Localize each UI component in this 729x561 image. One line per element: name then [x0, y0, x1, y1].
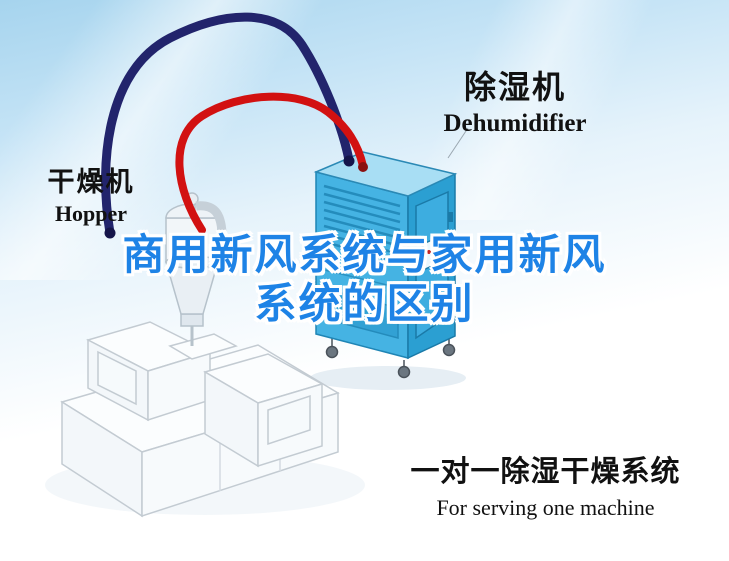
page-title: 商用新风系统与家用新风 系统的区别 [0, 230, 729, 328]
indicator-light [433, 247, 437, 251]
dehumidifier-label: 除湿机 Dehumidifier [420, 62, 610, 138]
door-hinge [448, 212, 453, 222]
front-lower-panel [329, 289, 399, 339]
door-hinge [448, 288, 453, 298]
hopper-label-en: Hopper [54, 201, 128, 226]
hopper-label-zh: 干燥机 [47, 167, 135, 198]
molding-machine-illustration [60, 321, 340, 518]
dehumidifier-pointer-line [447, 127, 469, 159]
machine-side-panel [267, 394, 311, 446]
hopper-label: 干燥机 Hopper [32, 160, 150, 227]
red-supply-pipe [175, 92, 367, 234]
hopper-elbow-duct [195, 201, 227, 234]
dehumidifier-label-en: Dehumidifier [443, 110, 587, 137]
page-title-line1: 商用新风系统与家用新风 [122, 230, 607, 279]
hopper-illustration [165, 192, 227, 346]
navy-pipe-open-end [104, 227, 116, 239]
page-title-line2: 系统的区别 [254, 279, 475, 328]
control-panel [422, 234, 442, 272]
dehumidifier-label-zh: 除湿机 [463, 68, 566, 106]
machine-door-panel [97, 350, 137, 406]
vent-grille [323, 184, 401, 264]
bottom-caption-zh: 一对一除湿干燥系统 [410, 454, 681, 488]
indicator-light [427, 250, 431, 254]
bottom-caption: 一对一除湿干燥系统 For serving one machine [398, 448, 693, 521]
red-pipe-fitting [358, 162, 368, 172]
navy-pipe-fitting [343, 155, 355, 167]
dehumidifier-shadow [310, 366, 466, 390]
bottom-caption-en: For serving one machine [436, 495, 655, 520]
navy-return-pipe [101, 12, 354, 238]
